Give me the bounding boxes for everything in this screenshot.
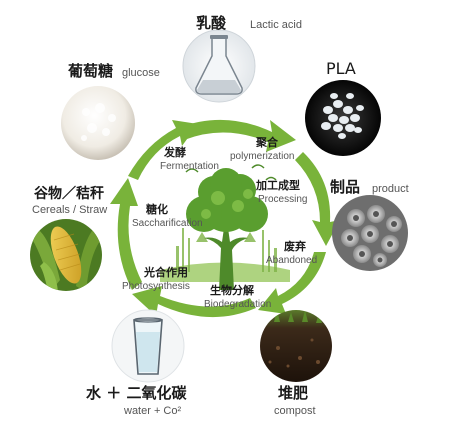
processing-zh: 加工成型: [255, 178, 300, 192]
water-en: water + Co²: [123, 405, 181, 417]
photosynthesis-zh: 光合作用: [143, 265, 188, 279]
product-en: product: [372, 183, 409, 195]
cycle-arrows: [110, 119, 340, 318]
node-lactic-acid: [182, 29, 256, 103]
fermentation-en: Fermentation: [160, 161, 219, 172]
glucose-zh: 葡萄糖: [67, 62, 113, 80]
saccharification-en: Saccharification: [132, 218, 203, 229]
flask-icon: [195, 35, 243, 95]
node-pla: [305, 80, 381, 156]
cereals-zh: 谷物／秸秆: [34, 185, 104, 202]
arrow-processing: [295, 152, 340, 246]
node-product: [332, 195, 408, 271]
biodegradation-en: Biodegradation: [204, 299, 271, 310]
product-zh: 制品: [330, 178, 360, 196]
node-compost: [260, 310, 332, 382]
photosynthesis-en: Photosynthesis: [122, 281, 190, 292]
tree-illustration: [160, 164, 290, 290]
pellets-icon: [321, 93, 364, 139]
processing-en: Processing: [258, 194, 307, 205]
arrow-abandoned: [258, 252, 326, 314]
arrow-photosynthesis: [110, 178, 142, 290]
arrow-biodegradation: [132, 286, 256, 318]
compost-zh: 堆肥: [278, 384, 308, 402]
glucose-en: glucose: [122, 67, 160, 79]
polymerization-zh: 聚合: [255, 135, 279, 149]
lactic-acid-zh: 乳酸: [196, 14, 227, 32]
pla-label: PLA: [326, 59, 356, 78]
abandoned-zh: 废弃: [284, 239, 306, 253]
abandoned-en: Abandoned: [266, 255, 317, 266]
polymerization-en: polymerization: [230, 151, 294, 162]
node-water: [111, 309, 185, 383]
arrow-saccharification: [128, 120, 198, 180]
powder-icon: [81, 103, 116, 141]
node-glucose: [61, 86, 135, 160]
spools-icon: [341, 205, 402, 267]
node-cereals: [30, 219, 102, 291]
saccharification-zh: 糖化: [146, 202, 168, 216]
compost-en: compost: [274, 405, 316, 417]
biodegradation-zh: 生物分解: [210, 283, 254, 297]
arrow-fermentation-to-polymerization: [178, 119, 296, 152]
water-zh: 水 ＋ 二氧化碳: [86, 384, 187, 402]
water-glass-icon: [133, 317, 163, 375]
lactic-acid-en: Lactic acid: [250, 19, 302, 31]
cereals-en: Cereals / Straw: [32, 204, 107, 216]
fermentation-zh: 发酵: [163, 145, 186, 159]
corn-icon: [30, 226, 102, 291]
